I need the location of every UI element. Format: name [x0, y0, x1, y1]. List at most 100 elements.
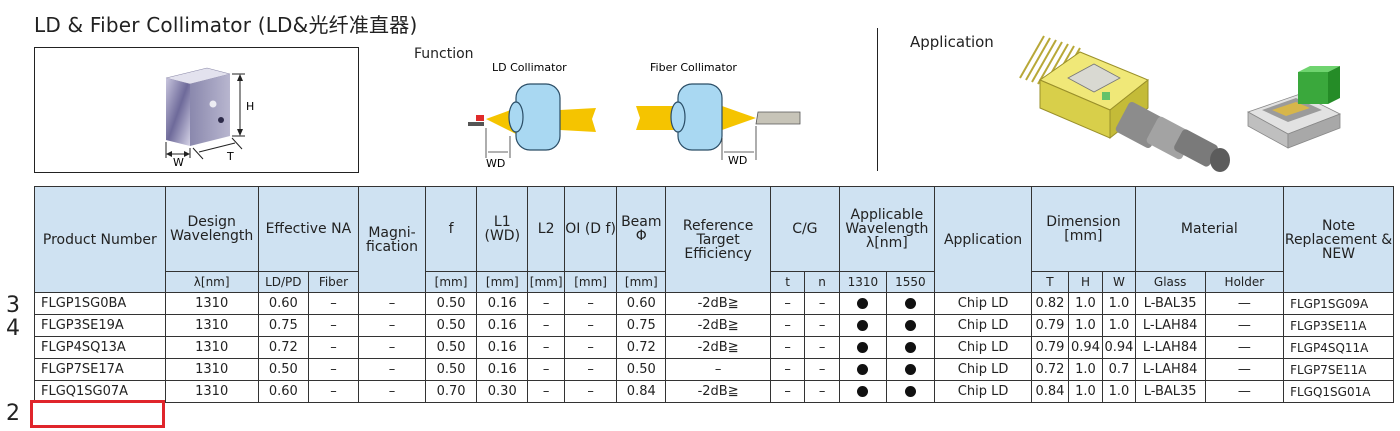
sub-dim-t: T [1031, 271, 1069, 293]
sub-ldpd: LD/PD [257, 271, 309, 293]
cg-n-cell: – [804, 314, 840, 337]
dim-t-label: T [226, 150, 234, 163]
filled-dot-icon [904, 386, 916, 397]
cg-t-cell: – [769, 314, 806, 337]
cg-t-cell: – [769, 380, 806, 403]
filled-dot-icon [904, 342, 916, 353]
row-marker: 3 [6, 293, 20, 318]
col-oi: OI (D f) [563, 186, 618, 272]
filled-dot-icon [857, 298, 869, 309]
input-beam [636, 106, 678, 130]
application-label: Application [910, 33, 994, 51]
col-effective-na: Effective NA [257, 186, 360, 272]
beam-cell: 0.72 [616, 336, 667, 359]
filled-dot-icon [904, 320, 916, 331]
note-cell: FLGP4SQ11A [1283, 336, 1394, 359]
section-divider [877, 28, 878, 171]
l2-cell: – [527, 314, 565, 337]
sub-mm-l2: [mm] [527, 271, 565, 293]
row-marker: 2 [6, 401, 20, 426]
note-cell: FLGP7SE11A [1283, 358, 1394, 381]
glass-cell: L-BAL35 [1134, 292, 1206, 315]
focused-beam [722, 106, 756, 130]
efficiency-cell: -2dB≧ [665, 380, 771, 403]
dim-t-cell: 0.84 [1031, 380, 1069, 403]
chip-mount [1247, 66, 1341, 149]
sub-mm-oi: [mm] [563, 271, 618, 293]
beam-cell: 0.75 [616, 314, 667, 337]
oi-cell: – [563, 358, 618, 381]
magnification-cell: – [358, 380, 426, 403]
efficiency-cell: -2dB≧ [665, 292, 771, 315]
row-marker: 4 [6, 316, 20, 341]
wl-1310-cell [838, 336, 887, 359]
product-number-cell: FLGP1SG0BA [34, 292, 166, 315]
ld-chip-icon [468, 122, 484, 126]
dim-h-cell: 1.0 [1067, 358, 1104, 381]
dim-t-cell: 0.79 [1031, 336, 1069, 359]
col-dimension: Dimension [mm] [1031, 186, 1136, 272]
l2-cell: – [527, 336, 565, 359]
col-f: f [424, 186, 478, 272]
l1-cell: 0.30 [476, 380, 529, 403]
product-photo-box: H W T [34, 47, 359, 173]
sub-mm-f: [mm] [424, 271, 478, 293]
wl-1550-cell [885, 358, 935, 381]
na-ldpd-cell: 0.60 [257, 292, 309, 315]
sub-cg-t: t [769, 271, 806, 293]
application-illustrations [1019, 35, 1341, 172]
oi-cell: – [563, 336, 618, 359]
na-fiber-cell: – [307, 380, 360, 403]
l2-cell: – [527, 358, 565, 381]
l1-cell: 0.16 [476, 358, 529, 381]
wavelength-cell: 1310 [164, 336, 259, 359]
magnification-cell: – [358, 336, 426, 359]
sub-mm-l1: [mm] [476, 271, 529, 293]
dim-h-cell: 1.0 [1067, 292, 1104, 315]
cg-n-cell: – [804, 358, 840, 381]
beam-cell: 0.84 [616, 380, 667, 403]
efficiency-cell: -2dB≧ [665, 314, 771, 337]
cg-n-cell: – [804, 336, 840, 359]
sub-glass: Glass [1134, 271, 1206, 293]
dim-w-label: W [173, 156, 184, 169]
na-fiber-cell: – [307, 314, 360, 337]
wavelength-cell: 1310 [164, 292, 259, 315]
l1-cell: 0.16 [476, 292, 529, 315]
na-ldpd-cell: 0.50 [257, 358, 309, 381]
col-cg: C/G [769, 186, 840, 272]
oi-cell: – [563, 380, 618, 403]
table-header-row: Product Number Design Wavelength Effecti… [34, 186, 1394, 293]
fiber-icon [755, 111, 801, 125]
glass-cell: L-LAH84 [1134, 358, 1206, 381]
l1-cell: 0.16 [476, 336, 529, 359]
product-number-cell: FLGQ1SG07A [34, 380, 166, 403]
laser-diode-icon [476, 115, 484, 121]
dim-w-cell: 0.7 [1102, 358, 1136, 381]
na-ldpd-cell: 0.75 [257, 314, 309, 337]
wl-1550-cell [885, 292, 935, 315]
f-cell: 0.50 [424, 292, 478, 315]
application-cell: Chip LD [933, 358, 1033, 381]
sub-lambda-nm: λ[nm] [164, 271, 259, 293]
application-cell: Chip LD [933, 292, 1033, 315]
col-material: Material [1134, 186, 1285, 272]
na-fiber-cell: – [307, 336, 360, 359]
fiber-wd-label: WD [728, 154, 747, 167]
ld-wd-label: WD [486, 157, 505, 170]
filled-dot-icon [857, 364, 869, 375]
col-magnification: Magni-fication [358, 186, 426, 293]
fiber-collimator-label: Fiber Collimator [650, 61, 737, 74]
efficiency-cell: – [665, 358, 771, 381]
sub-dim-h: H [1067, 271, 1104, 293]
filled-dot-icon [904, 364, 916, 375]
magnification-cell: – [358, 314, 426, 337]
cg-t-cell: – [769, 292, 806, 315]
dim-h-cell: 1.0 [1067, 314, 1104, 337]
col-l1: L1 (WD) [476, 186, 529, 272]
function-label: Function [414, 46, 474, 62]
